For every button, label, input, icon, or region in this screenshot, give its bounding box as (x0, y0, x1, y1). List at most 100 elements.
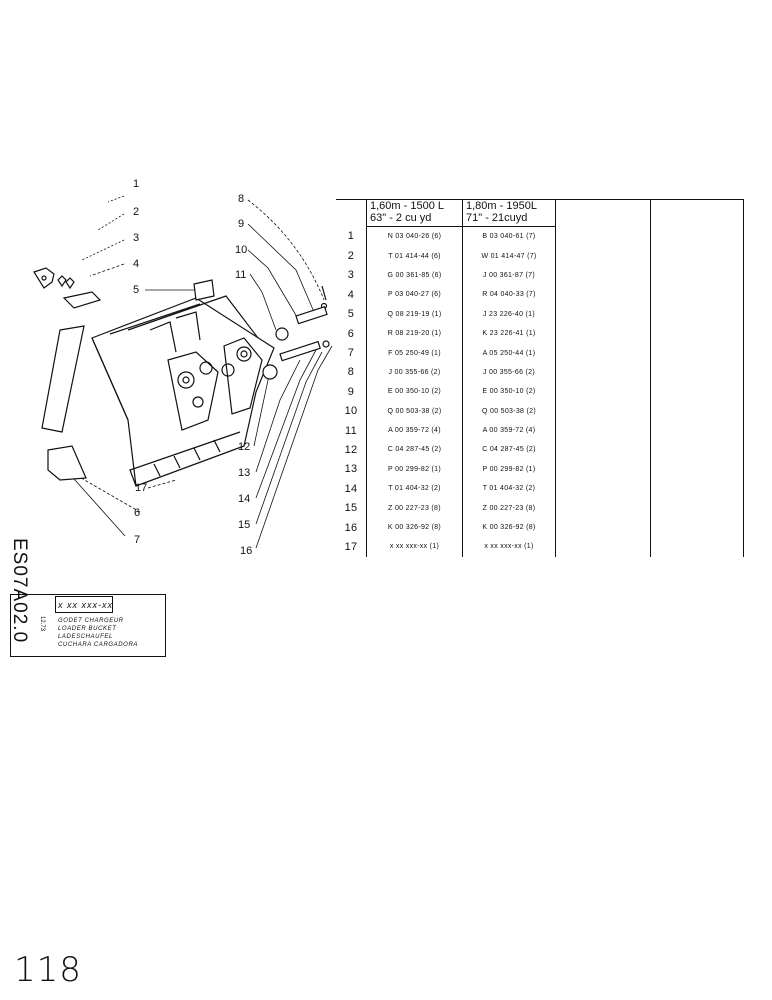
bucket-exploded-diagram (33, 195, 333, 549)
empty-cell (650, 226, 744, 247)
part-number-1800: Z 00 227-23 (8) (462, 498, 556, 518)
part-number-1600: x xx xxx-xx (1) (366, 537, 463, 557)
empty-cell (650, 362, 744, 383)
row-index: 10 (344, 405, 358, 418)
row-index: 3 (347, 269, 355, 282)
title-fr: GODET CHARGEUR (58, 618, 124, 624)
part-number-1600: K 00 326-92 (8) (366, 517, 463, 538)
empty-cell (650, 304, 744, 324)
part-number-1600: J 00 355-66 (2) (366, 362, 463, 383)
callout-9: 9 (238, 218, 245, 230)
table-header-row: 1,60m - 1500 L 63" - 2 cu yd 1,80m - 195… (336, 199, 744, 227)
callout-4: 4 (133, 258, 140, 270)
table-row: 5 Q 08 219-19 (1)J 23 226-40 (1) (336, 304, 744, 324)
table-row: 13 P 00 299-82 (1)P 00 299-82 (1) (336, 459, 744, 480)
empty-cell (555, 498, 651, 518)
empty-cell (555, 285, 651, 305)
part-number-1600: C 04 287-45 (2) (366, 440, 463, 460)
header-b-line1: 1,80m - 1950L (466, 200, 537, 212)
part-number-1800: K 00 326-92 (8) (462, 517, 556, 538)
row-index: 5 (347, 308, 355, 321)
header-size-1800: 1,80m - 1950L 71" - 21cuyd (462, 199, 556, 227)
leader-lines-left (65, 195, 200, 537)
callout-13: 13 (238, 467, 251, 479)
empty-cell (650, 459, 744, 480)
row-index: 14 (344, 482, 358, 495)
table-row: 4 P 03 040-27 (6)R 04 040-33 (7) (336, 285, 744, 305)
parts-table: 1,60m - 1500 L 63" - 2 cu yd 1,80m - 195… (336, 199, 744, 557)
header-empty-1 (555, 199, 651, 227)
row-index: 8 (347, 366, 355, 379)
part-number-1800: J 23 226-40 (1) (462, 304, 556, 324)
part-number-1800: x xx xxx-xx (1) (462, 537, 556, 557)
empty-cell (555, 517, 651, 538)
part-number-1800: R 04 040-33 (7) (462, 285, 556, 305)
header-empty-2 (650, 199, 744, 227)
row-index: 2 (347, 250, 355, 263)
empty-cell (650, 479, 744, 499)
callout-2: 2 (133, 206, 140, 218)
part-number-1600: Q 08 219-19 (1) (366, 304, 463, 324)
small-parts (33, 267, 102, 309)
part-number-1800: J 00 355-66 (2) (462, 362, 556, 383)
callout-6: 6 (134, 507, 141, 519)
empty-cell (555, 343, 651, 363)
part-number-1600: Q 00 503-38 (2) (366, 401, 463, 421)
part-number-1800: J 00 361-87 (7) (462, 265, 556, 286)
empty-cell (555, 265, 651, 286)
callout-15: 15 (238, 519, 251, 531)
part-number-1800: P 00 299-82 (1) (462, 459, 556, 480)
part-number-1600: T 01 404-32 (2) (366, 479, 463, 499)
part-number-1600: P 00 299-82 (1) (366, 459, 463, 480)
row-index: 4 (347, 288, 355, 301)
callout-8: 8 (238, 193, 245, 205)
table-row: 8 J 00 355-66 (2)J 00 355-66 (2) (336, 362, 744, 383)
callout-16: 16 (240, 545, 253, 557)
empty-cell (650, 420, 744, 441)
part-number-1600: P 03 040-27 (6) (366, 285, 463, 305)
row-index: 7 (347, 347, 355, 360)
empty-cell (555, 420, 651, 441)
part-code-box (55, 596, 113, 613)
empty-cell (650, 440, 744, 460)
title-block (10, 594, 166, 657)
empty-cell (650, 401, 744, 421)
callout-5: 5 (133, 284, 140, 296)
part-number-1800: Q 00 503-38 (2) (462, 401, 556, 421)
callout-1: 1 (133, 178, 140, 190)
empty-cell (555, 362, 651, 383)
row-index: 9 (347, 385, 355, 398)
callout-14: 14 (238, 493, 251, 505)
part-number-1800: A 00 359-72 (4) (462, 420, 556, 441)
callout-3: 3 (133, 232, 140, 244)
empty-cell (650, 246, 744, 266)
part-number-1800: K 23 226-41 (1) (462, 323, 556, 344)
part-number-1600: F 05 250-49 (1) (366, 343, 463, 363)
pins-washers (262, 285, 330, 380)
empty-cell (555, 226, 651, 247)
row-index: 1 (347, 230, 355, 243)
part-number-1800: E 00 350-10 (2) (462, 382, 556, 402)
row-index: 13 (344, 463, 358, 476)
part-number-1600: Z 00 227-23 (8) (366, 498, 463, 518)
callout-11: 11 (235, 269, 247, 281)
part-number-1800: C 04 287-45 (2) (462, 440, 556, 460)
empty-cell (555, 537, 651, 557)
header-size-1600: 1,60m - 1500 L 63" - 2 cu yd (366, 199, 463, 227)
empty-cell (555, 440, 651, 460)
title-block-border (10, 594, 166, 657)
empty-cell (555, 459, 651, 480)
header-a-line2: 63" - 2 cu yd (370, 212, 432, 224)
empty-cell (650, 537, 744, 557)
